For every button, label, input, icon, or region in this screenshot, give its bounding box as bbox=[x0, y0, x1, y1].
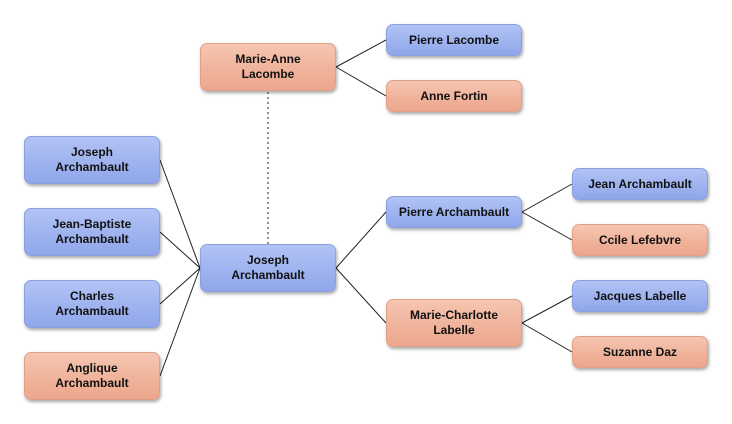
node-label: Jacques Labelle bbox=[594, 289, 687, 304]
node-pierre-lacombe[interactable]: Pierre Lacombe bbox=[386, 24, 522, 56]
node-label: Pierre Archambault bbox=[399, 205, 509, 220]
relation-edge bbox=[159, 267, 201, 305]
relation-edge bbox=[335, 66, 387, 97]
node-label-line: Archambault bbox=[55, 376, 129, 390]
node-label-line: Charles bbox=[69, 289, 114, 303]
node-label-line: Jacques Labelle bbox=[593, 288, 687, 303]
relation-edge bbox=[521, 211, 573, 241]
node-label-line: Anglique bbox=[66, 361, 118, 375]
node-label-line: Archambault bbox=[55, 304, 129, 318]
relation-edge bbox=[521, 183, 573, 213]
node-label-line: Archambault bbox=[231, 268, 305, 282]
relation-edge bbox=[521, 322, 573, 353]
node-label-line: Ccile Lefebvre bbox=[598, 232, 682, 247]
relation-edge bbox=[159, 231, 201, 269]
node-label: Suzanne Daz bbox=[603, 345, 677, 360]
node-suzanne-daz[interactable]: Suzanne Daz bbox=[572, 336, 708, 368]
node-label-line: Archambault bbox=[55, 160, 129, 174]
node-label-line: Labelle bbox=[433, 323, 475, 337]
node-label-line: Pierre Lacombe bbox=[408, 32, 500, 47]
node-label: Jean Archambault bbox=[588, 177, 692, 192]
node-ccile-lefebvre[interactable]: Ccile Lefebvre bbox=[572, 224, 708, 256]
relation-edge bbox=[159, 159, 201, 269]
relation-edge bbox=[159, 267, 201, 377]
relation-edge bbox=[335, 211, 387, 269]
node-jean-archambault[interactable]: Jean Archambault bbox=[572, 168, 708, 200]
node-label-line: Joseph bbox=[246, 253, 289, 267]
node-label: Pierre Lacombe bbox=[409, 33, 499, 48]
node-label-line: Jean Archambault bbox=[588, 176, 692, 191]
node-jacques-labelle[interactable]: Jacques Labelle bbox=[572, 280, 708, 312]
relation-edge bbox=[335, 267, 387, 324]
node-label-line: Archambault bbox=[55, 232, 129, 246]
node-anne-fortin[interactable]: Anne Fortin bbox=[386, 80, 522, 112]
node-label-line: Suzanne Daz bbox=[602, 344, 677, 359]
node-label-line: Jean-Baptiste bbox=[52, 217, 132, 231]
node-label-line: Marie-Anne bbox=[235, 52, 301, 66]
node-label-line: Joseph bbox=[70, 145, 113, 159]
node-pierre-archambault[interactable]: Pierre Archambault bbox=[386, 196, 522, 228]
relation-edge bbox=[521, 295, 573, 324]
node-label-line: Lacombe bbox=[241, 67, 295, 81]
node-label-line: Pierre Archambault bbox=[398, 204, 510, 219]
node-label-line: Marie-Charlotte bbox=[409, 308, 498, 322]
node-label-line: Anne Fortin bbox=[420, 88, 488, 103]
node-label: Ccile Lefebvre bbox=[599, 233, 681, 248]
relation-edge bbox=[335, 39, 387, 68]
node-label: Anne Fortin bbox=[420, 89, 487, 104]
